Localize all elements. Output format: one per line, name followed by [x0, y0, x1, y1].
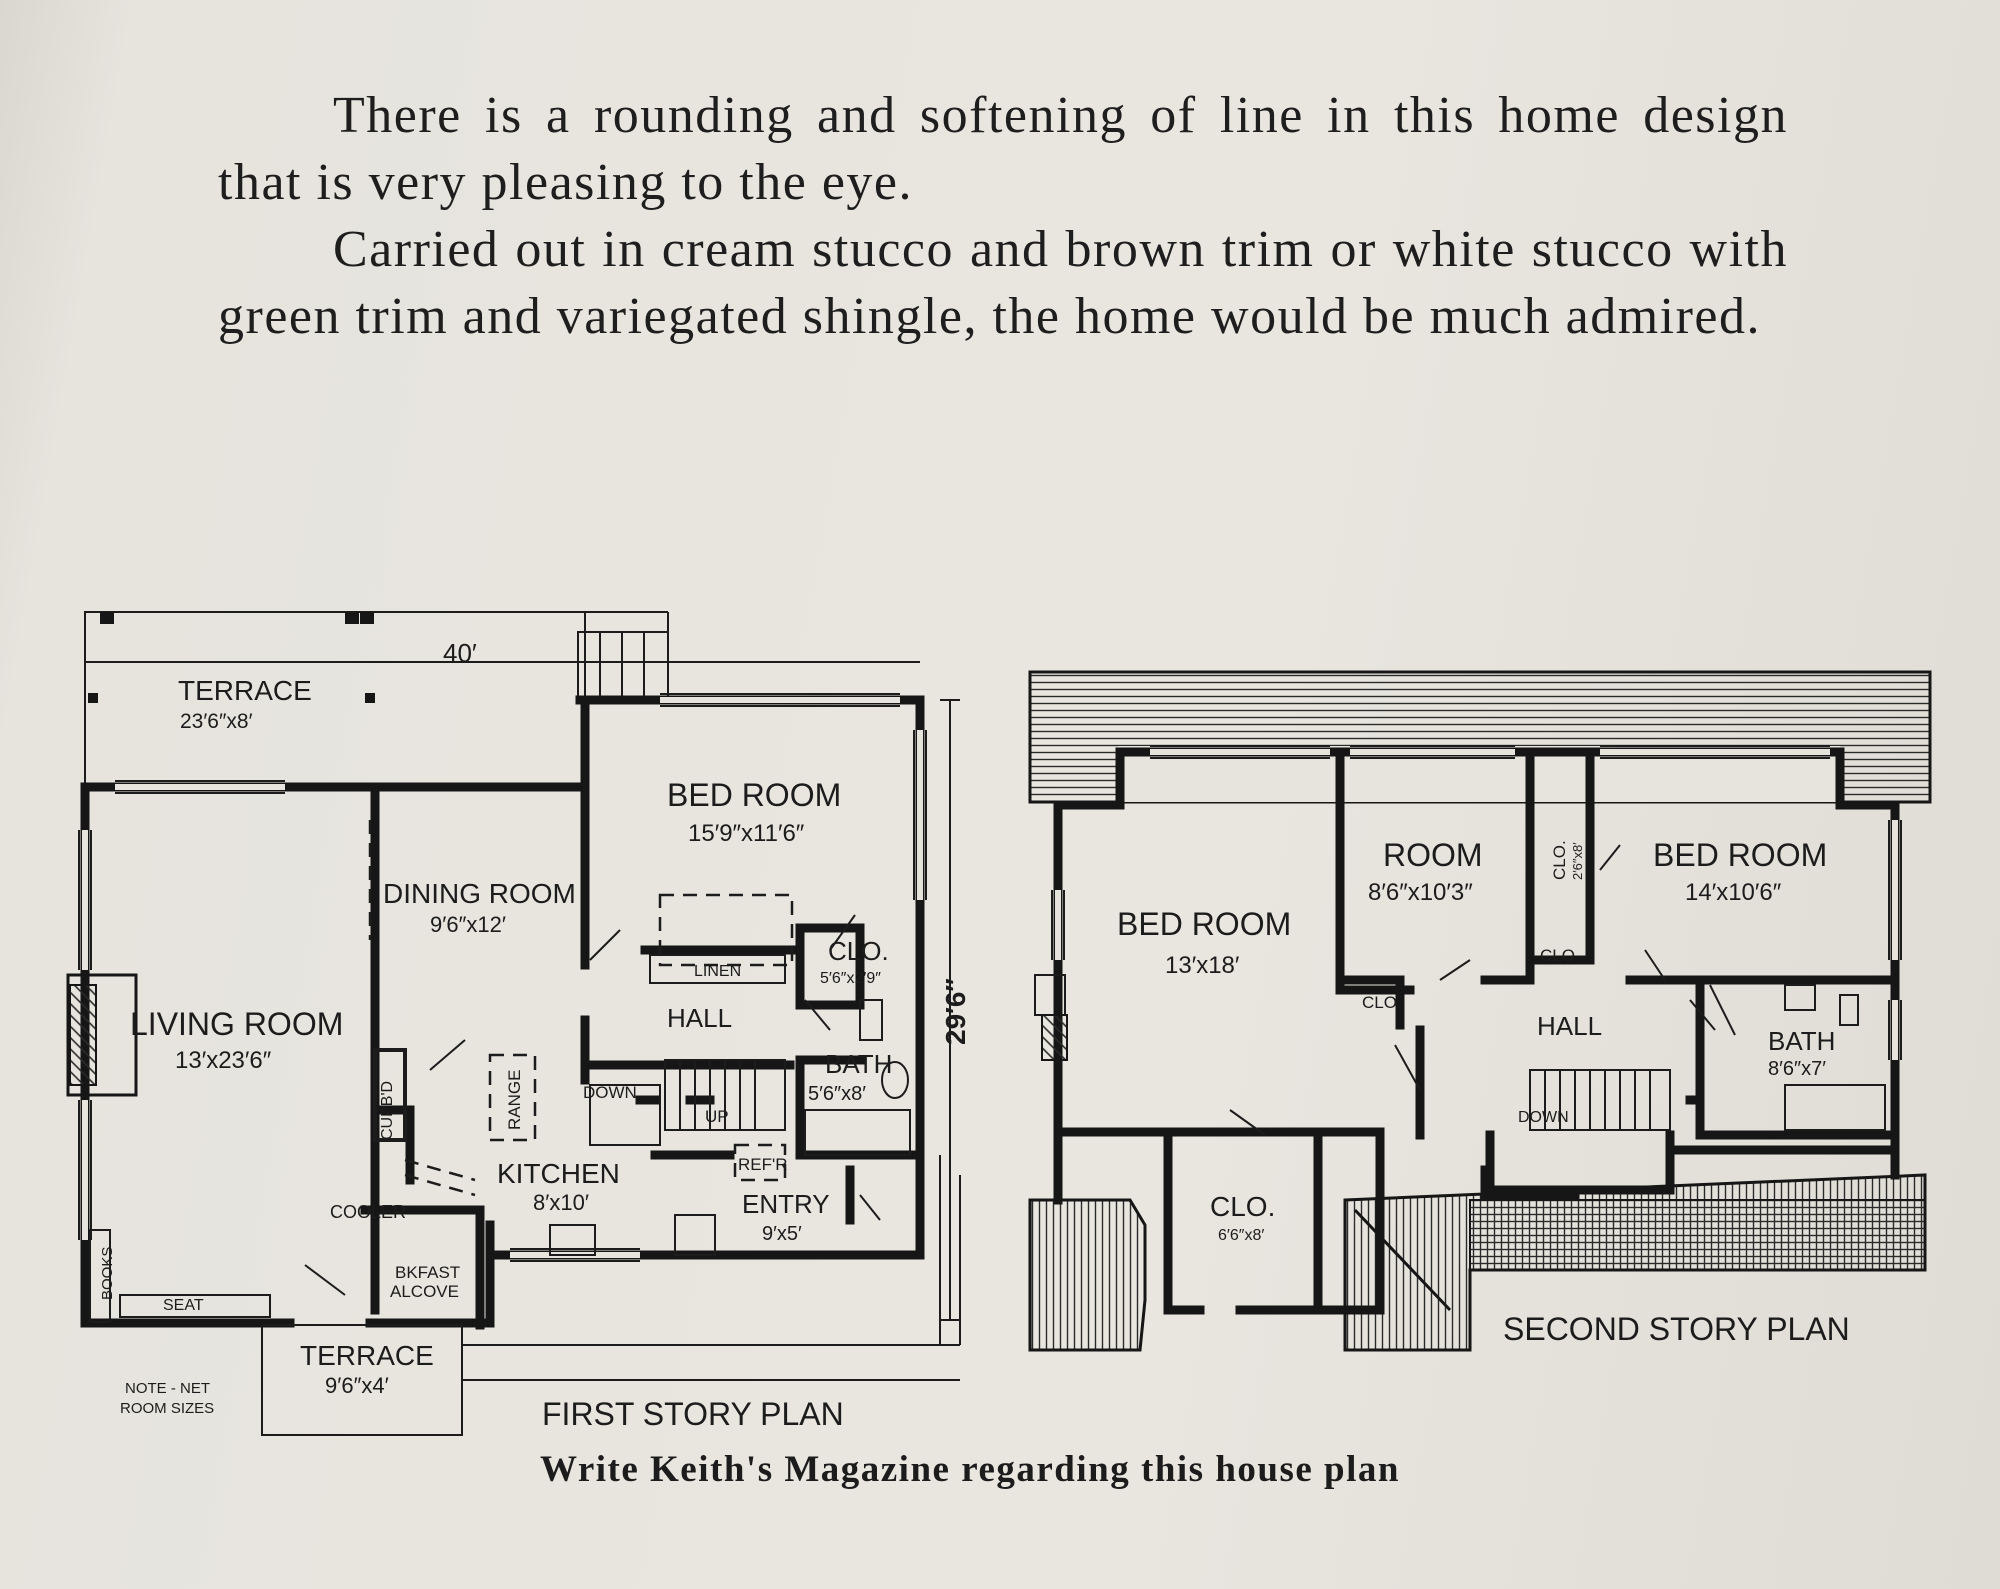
intro-paragraph-2: Carried out in cream stucco and brown tr…: [218, 221, 1788, 345]
second-bedroom-left-size: 13′x18′: [1165, 952, 1240, 979]
clo-vertical-name: CLO.: [1550, 840, 1569, 880]
cooler-label: COOLER: [330, 1202, 406, 1222]
entry-name: ENTRY: [742, 1189, 830, 1219]
terrace-bottom-name: TERRACE: [300, 1340, 434, 1371]
clo-small-1: CLO.: [1362, 993, 1402, 1012]
first-down-label: DOWN: [583, 1083, 637, 1102]
terrace-top-outline: [84, 611, 586, 785]
second-bath-size: 8′6″x7′: [1768, 1058, 1826, 1080]
kitchen-name: KITCHEN: [497, 1158, 620, 1189]
first-story-plan: 40′ TERRACE 23′6″x8′ LIVING ROOM 13′x23′…: [66, 611, 971, 1436]
first-hall-label: HALL: [667, 1003, 732, 1033]
dining-room-name: DINING ROOM: [383, 878, 576, 909]
living-room-name: LIVING ROOM: [130, 1006, 343, 1042]
clo-vertical-size: 2′6″x8′: [1570, 842, 1585, 880]
dining-room-size: 9′6″x12′: [430, 912, 506, 937]
clo-small-2: CLO.: [1540, 946, 1580, 965]
first-clo-size: 5′6″x2′9″: [820, 970, 881, 987]
second-clo-bottom-name: CLO.: [1210, 1191, 1275, 1222]
first-clo-name: CLO.: [828, 936, 889, 966]
first-depth-dim: 29′6″: [940, 978, 971, 1045]
bkfast-line2: ALCOVE: [390, 1282, 459, 1301]
second-bedroom-left-name: BED ROOM: [1117, 906, 1291, 942]
first-bath-name: BATH: [825, 1049, 892, 1079]
second-bedroom-right-size: 14′x10′6″: [1685, 879, 1782, 906]
second-room-size: 8′6″x10′3″: [1368, 879, 1473, 906]
second-bath-name: BATH: [1768, 1026, 1835, 1056]
entry-size: 9′x5′: [762, 1223, 802, 1245]
second-clo-bottom-size: 6′6″x8′: [1218, 1227, 1264, 1244]
second-story-plan: BED ROOM 13′x18′ ROOM 8′6″x10′3″ CLO. 2′…: [1028, 670, 1932, 1352]
linen-label: LINEN: [694, 963, 741, 980]
refr-label: REF'R: [738, 1155, 788, 1174]
range-label: RANGE: [505, 1070, 524, 1130]
second-bedroom-right-name: BED ROOM: [1653, 837, 1827, 873]
first-story-title: FIRST STORY PLAN: [542, 1396, 844, 1432]
books-label: BOOKS: [99, 1247, 116, 1300]
second-down-label: DOWN: [1518, 1109, 1569, 1126]
caption: Write Keith's Magazine regarding this ho…: [540, 1449, 1400, 1490]
second-room-name: ROOM: [1383, 837, 1483, 873]
kitchen-size: 8′x10′: [533, 1190, 589, 1215]
cupbd-label: CUPB'D: [379, 1081, 396, 1140]
roof-bottom-left: [1028, 1198, 1147, 1352]
intro-text: There is a rounding and softening of lin…: [218, 82, 1788, 350]
intro-paragraph-1: There is a rounding and softening of lin…: [218, 87, 1788, 211]
second-hall-label: HALL: [1537, 1011, 1602, 1041]
terrace-top-size: 23′6″x8′: [180, 710, 253, 733]
living-room-size: 13′x23′6″: [175, 1047, 272, 1074]
second-stairs: [1529, 1069, 1671, 1131]
terrace-bottom-size: 9′6″x4′: [325, 1373, 389, 1398]
note-line1: NOTE - NET: [125, 1380, 210, 1397]
first-up-label: UP: [705, 1107, 729, 1126]
first-bath-size: 5′6″x8′: [808, 1083, 866, 1105]
first-bedroom-name: BED ROOM: [667, 777, 841, 813]
first-bedroom-size: 15′9″x11′6″: [688, 820, 805, 847]
note-line2: ROOM SIZES: [120, 1400, 214, 1417]
bkfast-line1: BKFAST: [395, 1263, 460, 1282]
first-width-dim: 40′: [443, 638, 477, 668]
terrace-top-name: TERRACE: [178, 675, 312, 706]
second-story-title: SECOND STORY PLAN: [1503, 1311, 1850, 1347]
seat-label: SEAT: [163, 1297, 204, 1314]
